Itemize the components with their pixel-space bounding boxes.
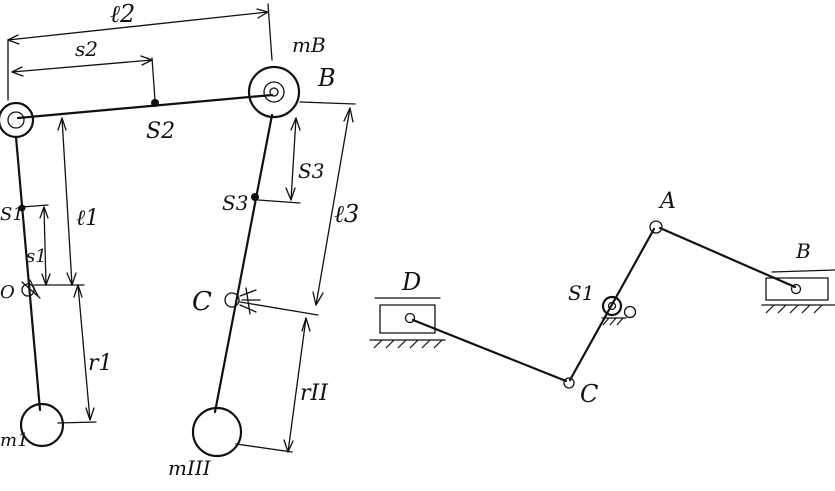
link-l3 [213, 113, 274, 414]
point-S3 [251, 193, 259, 201]
label-r1: r1 [88, 351, 113, 376]
pivot-O-left: O [0, 279, 85, 303]
label-mIII: mIII [168, 456, 212, 480]
label-O-right: O [624, 319, 625, 321]
slider-B [761, 269, 835, 314]
label-rII: rII [300, 381, 329, 406]
slider-D [369, 297, 446, 349]
label-mB: mB [292, 33, 326, 57]
dimension-l3: ℓ3 [299, 101, 359, 306]
label-S1-right: S1 [568, 281, 594, 305]
label-l2: ℓ2 [110, 0, 135, 28]
label-s1: s1 [26, 246, 47, 267]
link-DC [411, 318, 568, 383]
joint-C [563, 377, 575, 389]
left-mechanism: ℓ2 s2 S2 mB B S1 [0, 0, 359, 480]
label-B-left: B [317, 64, 336, 92]
label-C-left: C [192, 287, 212, 317]
label-S3-upper: S3 [298, 159, 324, 183]
link-l2 [16, 93, 274, 120]
dimension-rII: rII [235, 317, 329, 453]
label-m1: m1 [0, 430, 29, 451]
label-S2: S2 [146, 119, 175, 144]
label-l3: ℓ3 [334, 200, 359, 228]
dimension-r1: r1 [57, 284, 113, 424]
link-l1 [14, 135, 42, 412]
mass-mIII [191, 406, 243, 458]
dimension-S3: S3 [257, 117, 324, 204]
pivot-C-left [224, 287, 319, 316]
point-S2 [151, 99, 159, 107]
link-AB [658, 226, 797, 289]
dimension-s2: s2 [11, 37, 156, 101]
label-S1-left: S1 [0, 204, 24, 225]
label-s2: s2 [75, 37, 98, 61]
label-D: D [401, 268, 421, 296]
label-l1: ℓ1 [76, 206, 99, 231]
label-S3: S3 [222, 191, 248, 215]
right-mechanism: D C A S1 O [369, 189, 835, 408]
dimension-s1: s1 [21, 204, 51, 286]
dimension-l1: ℓ1 [57, 117, 99, 286]
label-A: A [658, 189, 676, 214]
joint-A [649, 220, 663, 234]
label-B-right: B [795, 239, 811, 263]
link-CA [568, 227, 656, 382]
hub-B [247, 65, 301, 119]
mass-m1 [19, 402, 65, 448]
dimension-l2: ℓ2 [7, 0, 273, 101]
hub-left [0, 101, 35, 139]
pivot-O-right [601, 295, 637, 326]
label-C-right: C [580, 380, 598, 408]
label-O-left: O [0, 282, 15, 303]
